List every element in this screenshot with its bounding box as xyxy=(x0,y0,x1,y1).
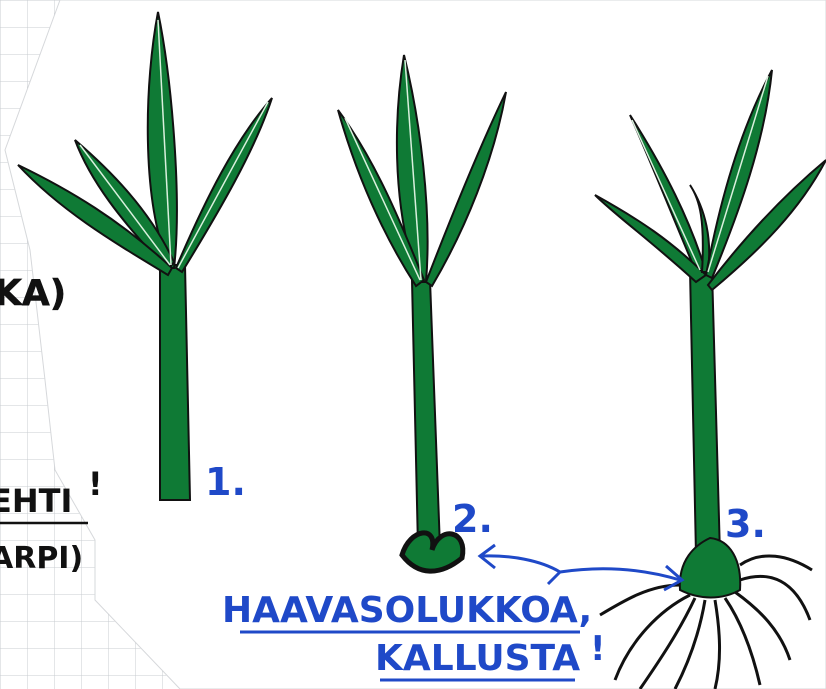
stage-2-number: 2. xyxy=(452,497,493,541)
annotation-line-1: HAAVASOLUKKOA, xyxy=(222,590,592,631)
left-edge-text-top: KA) xyxy=(0,273,66,314)
left-edge-text-middle: EHTI xyxy=(0,482,72,520)
stage-3-number: 3. xyxy=(725,502,766,546)
annotation-mark: ! xyxy=(590,629,606,669)
annotation-line-2: KALLUSTA xyxy=(375,638,580,679)
left-edge-text-bottom: ARPI) xyxy=(0,541,83,576)
stage-1-number: 1. xyxy=(205,460,246,504)
stem xyxy=(160,265,190,500)
left-edge-mark: ! xyxy=(88,465,103,503)
